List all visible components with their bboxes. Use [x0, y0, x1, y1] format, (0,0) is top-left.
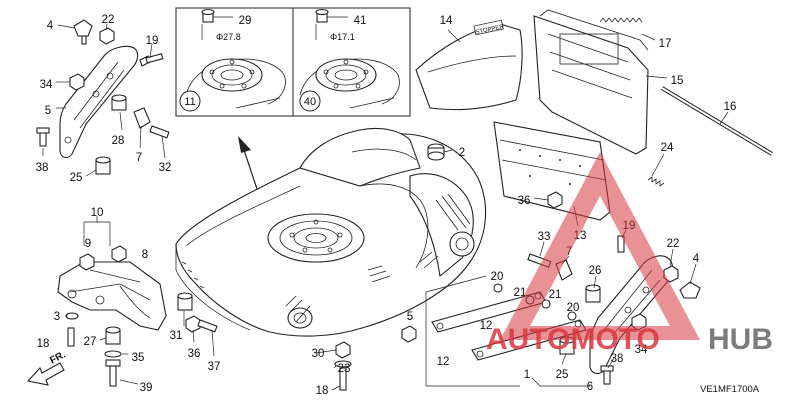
- grass-bag-cover: STOPPER: [415, 19, 523, 111]
- inset-left-circle: [179, 90, 201, 112]
- callout-19: 19: [146, 35, 159, 47]
- callout-29: 29: [239, 15, 252, 27]
- callout-10: 10: [91, 207, 104, 219]
- callout-27: 27: [84, 336, 97, 348]
- callout-3: 3: [54, 311, 60, 323]
- callout-17: 17: [659, 38, 672, 50]
- callout-20: 20: [491, 271, 504, 283]
- callout-18: 18: [37, 338, 50, 350]
- callout-5: 5: [45, 105, 51, 117]
- callout-22: 22: [667, 238, 680, 250]
- watermark-word-left: AUTOMOTO: [486, 323, 660, 356]
- callout-7: 7: [136, 152, 142, 164]
- inset-right-circle: [299, 90, 321, 112]
- callout-38: 38: [36, 162, 49, 174]
- left-front-bracket: [57, 245, 218, 387]
- inset-boxes: Φ27.8 Φ17.1 11 40: [175, 7, 411, 117]
- callout-2: 2: [459, 147, 465, 159]
- callout-24: 24: [661, 142, 674, 154]
- callout-33: 33: [538, 231, 551, 243]
- callout-41: 41: [354, 15, 367, 27]
- left-rear-bracket: [36, 19, 170, 175]
- inset-right-diameter: Φ17.1: [330, 32, 355, 42]
- callout-38: 38: [611, 353, 624, 365]
- diagram-code: VE1MF1700A: [700, 384, 760, 395]
- inset-left-diameter: Φ27.8: [216, 32, 241, 42]
- front-direction-label: FR.: [48, 349, 68, 366]
- spring-24: [647, 153, 665, 187]
- callout-16: 16: [724, 101, 737, 113]
- inset-left-drawing: [185, 8, 286, 109]
- callout-30: 30: [312, 348, 325, 360]
- callout-39: 39: [140, 382, 153, 394]
- callout-35: 35: [132, 352, 145, 364]
- watermark-word-right: HUB: [708, 323, 773, 356]
- inset-right-drawing: [299, 8, 400, 109]
- callout-5: 5: [407, 311, 413, 323]
- callout-12: 12: [437, 356, 450, 368]
- watermark: AUTOMOTO HUB: [486, 152, 773, 356]
- callout-21: 21: [549, 289, 562, 301]
- callout-4: 4: [47, 20, 54, 32]
- callout-18: 18: [316, 385, 329, 397]
- watermark-triangle: [500, 152, 700, 340]
- callout-15: 15: [671, 75, 684, 87]
- callout-34: 34: [635, 344, 648, 356]
- callout-36: 36: [188, 348, 201, 360]
- callout-25: 25: [70, 172, 83, 184]
- inset-left-label: 11: [184, 96, 195, 108]
- callout-37: 37: [208, 361, 221, 373]
- callout-8: 8: [142, 249, 148, 261]
- callout-22: 22: [102, 14, 115, 26]
- callout-23: 23: [338, 363, 351, 375]
- callout-21: 21: [514, 287, 527, 299]
- rod-16: [660, 86, 774, 156]
- callout-26: 26: [589, 265, 602, 277]
- rear-guard-frame: [533, 9, 649, 155]
- small-fasteners: [334, 325, 417, 391]
- callout-12: 12: [480, 320, 493, 332]
- grass-bag-label: STOPPER: [475, 24, 505, 36]
- mower-deck: [175, 127, 487, 337]
- callout-32: 32: [159, 162, 172, 174]
- callout-34: 34: [40, 79, 53, 91]
- callout-6: 6: [587, 381, 593, 393]
- nut-36-right: [547, 191, 563, 209]
- callout-20: 20: [567, 302, 580, 314]
- callout-31: 31: [170, 330, 183, 342]
- inset-right-label: 40: [304, 96, 316, 108]
- callout-36: 36: [518, 195, 531, 207]
- callout-25: 25: [556, 369, 569, 381]
- callout-28: 28: [112, 135, 125, 147]
- callout-9: 9: [85, 238, 91, 250]
- callout-14: 14: [440, 15, 453, 27]
- grouping-brackets: [83, 216, 590, 387]
- callout-1: 1: [524, 369, 530, 381]
- inset-pointer-arrow: [238, 136, 259, 193]
- spring-17: [599, 17, 643, 23]
- front-direction-arrow: FR.: [26, 349, 68, 386]
- callout-4: 4: [693, 253, 700, 265]
